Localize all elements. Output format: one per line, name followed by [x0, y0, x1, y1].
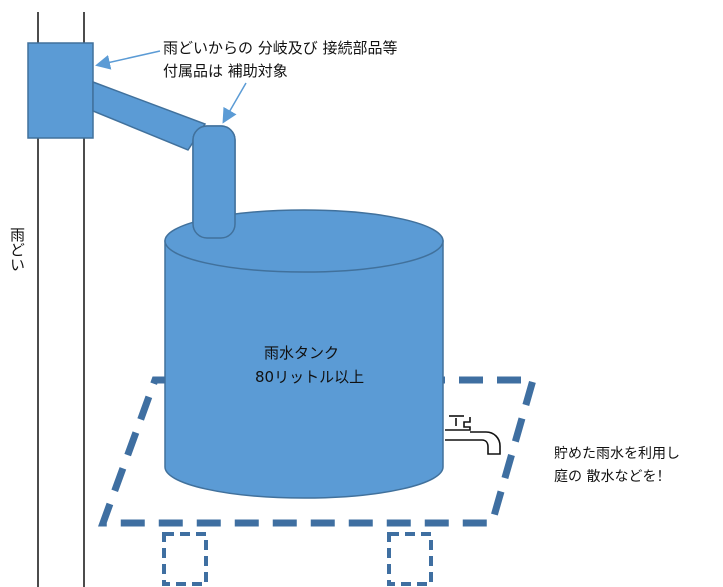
usage-note-line1: 貯めた雨水を利用し	[554, 446, 680, 462]
tank-label-line1: 雨水タンク	[264, 344, 339, 362]
faucet-icon	[445, 415, 501, 455]
stand-leg-right	[387, 532, 433, 586]
inlet-pipe-overlap	[192, 125, 236, 239]
arrow-to-branch-box	[95, 50, 161, 70]
arrow-to-inlet-pipe	[222, 82, 247, 124]
branch-pipe	[92, 80, 207, 151]
tank-label-line2: 80リットル以上	[255, 368, 364, 386]
rain-tank-body	[164, 240, 444, 499]
gutter-parts-note-line2: 付属品は 補助対象	[163, 62, 288, 80]
gutter-parts-note-line1: 雨どいからの 分岐及び 接続部品等	[163, 39, 398, 57]
stand-leg-left	[162, 532, 208, 586]
gutter-branch-box	[27, 42, 94, 139]
downspout-label: 雨どい	[8, 227, 26, 272]
usage-note-line2: 庭の 散水などを！	[554, 468, 670, 485]
